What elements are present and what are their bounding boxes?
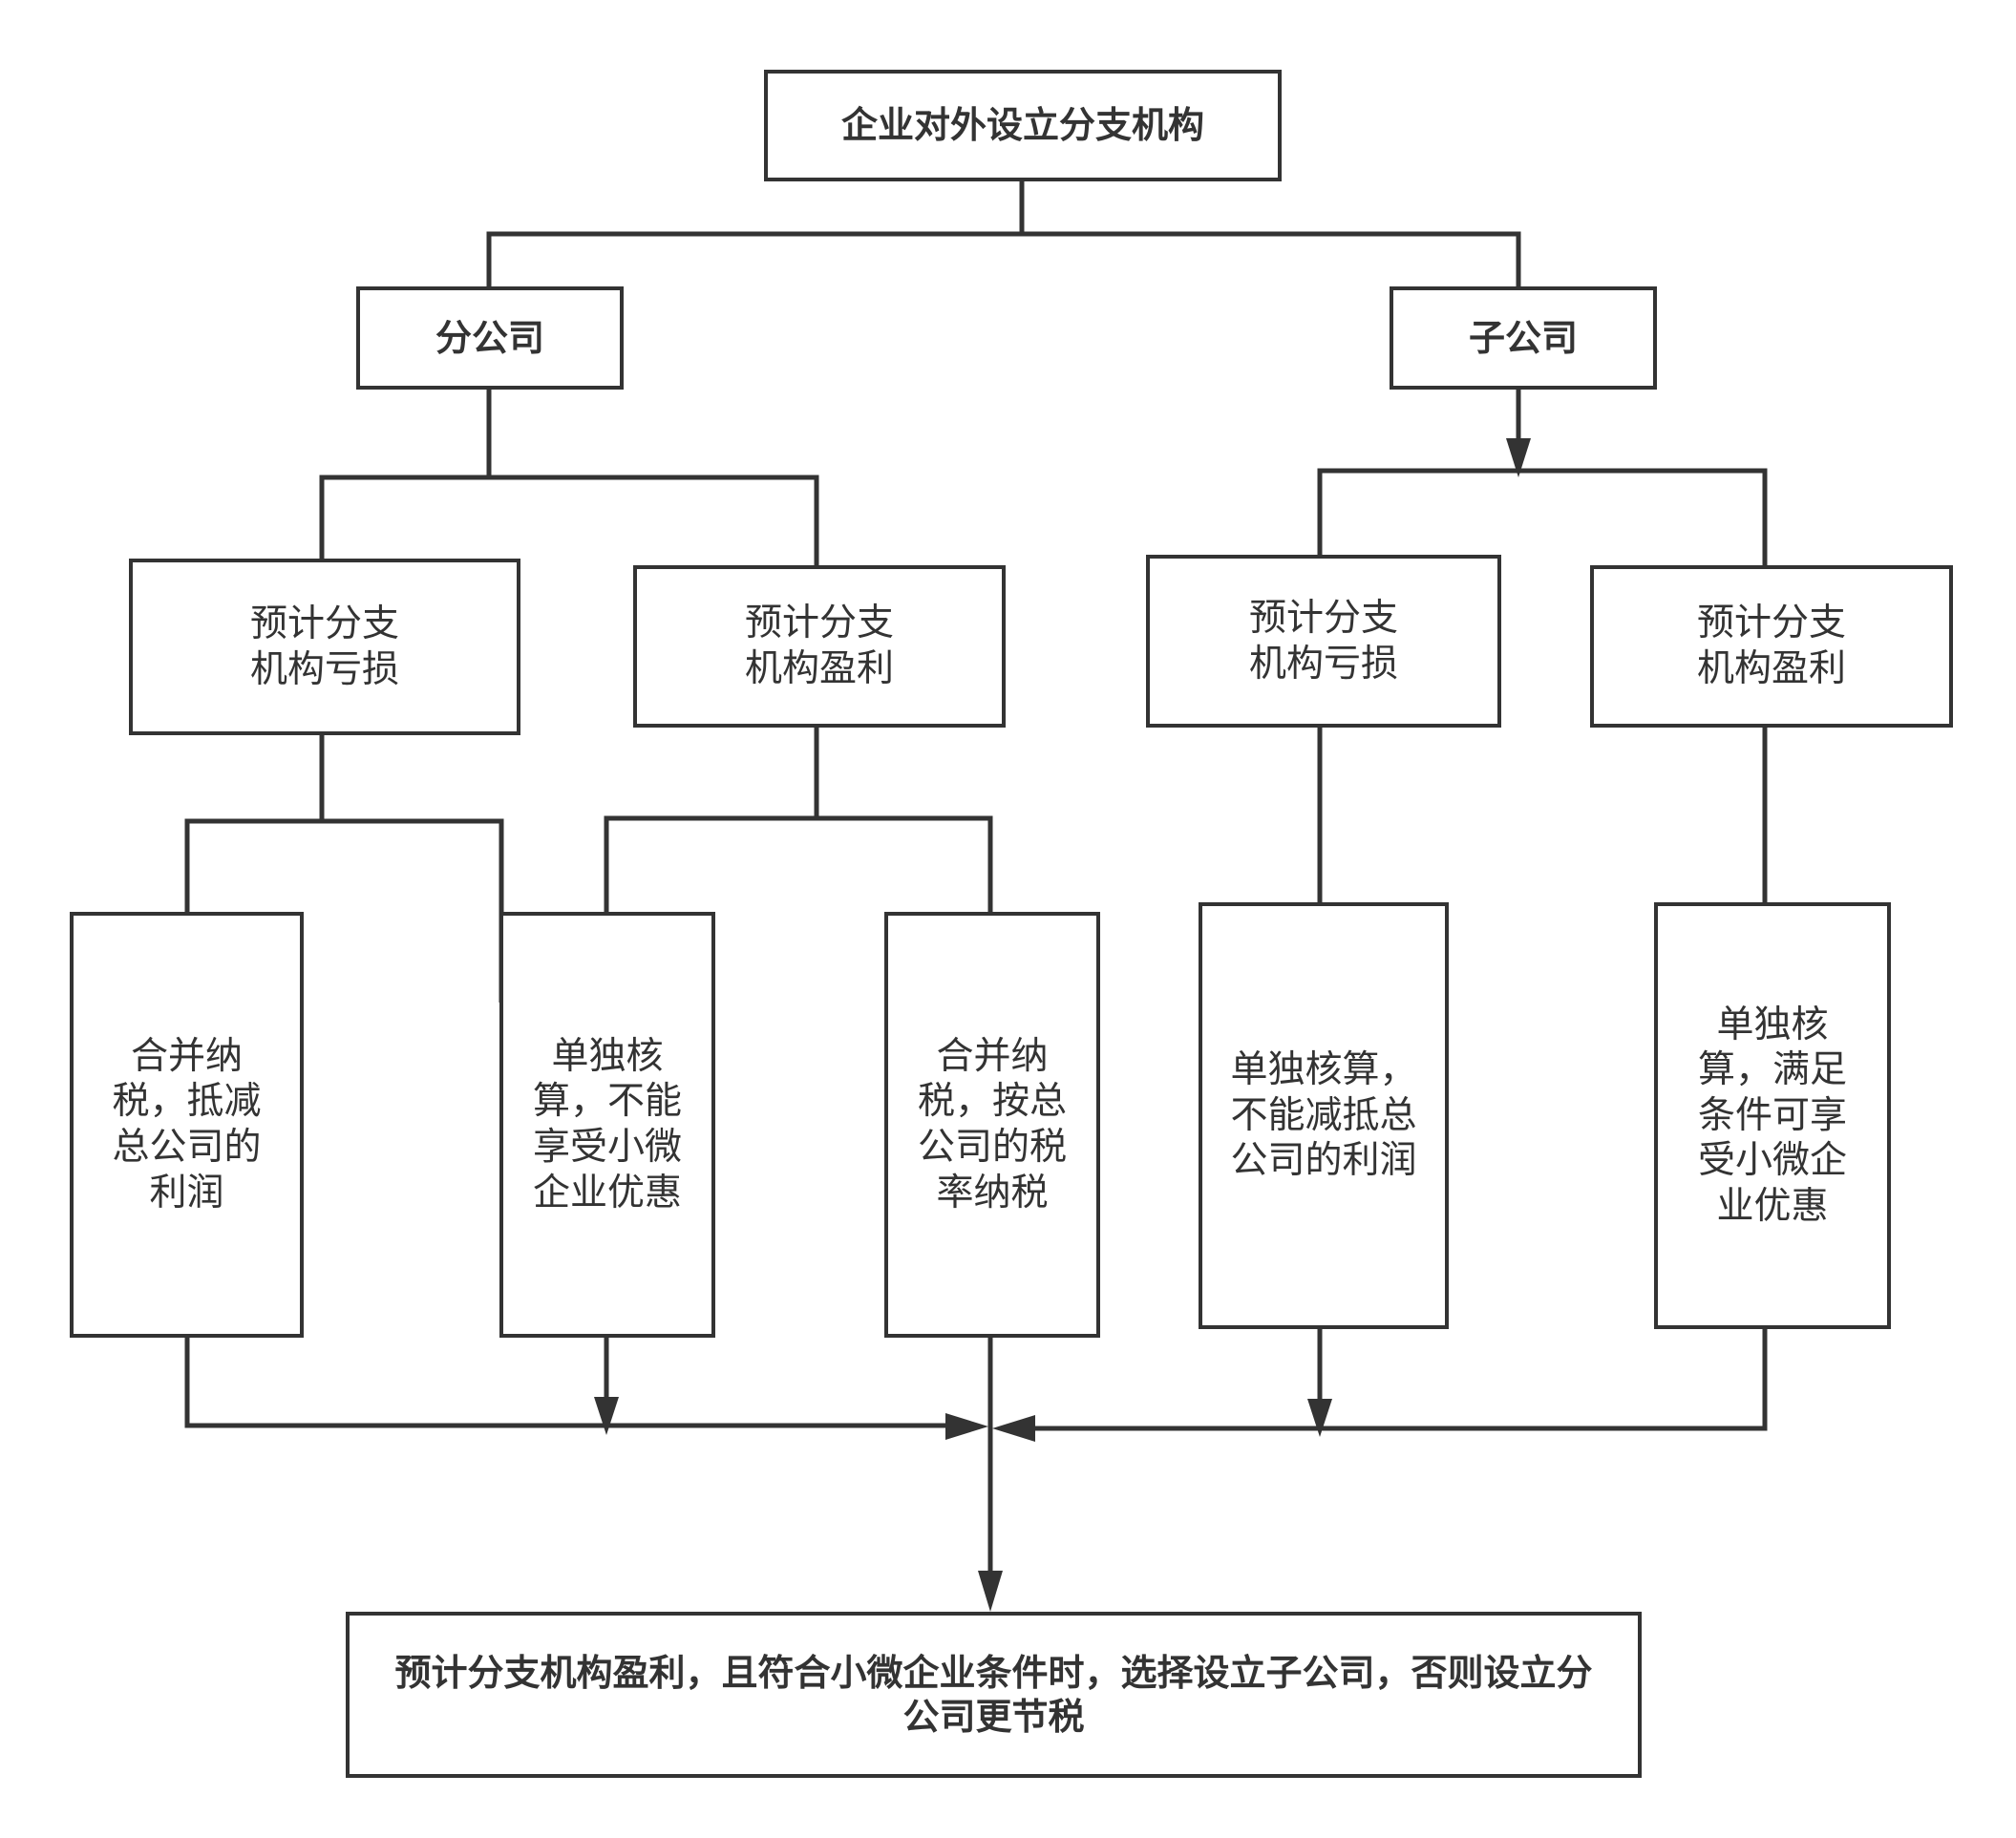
subsidiary-label: 子公司	[1468, 316, 1578, 359]
conclusion-label: 预计分支机构盈利，且符合小微企业条件时，选择设立子公司，否则设立分 公司更节税	[394, 1651, 1593, 1738]
branch-profit-consolidated-node: 合并纳 税，按总 公司的税 率纳税	[884, 912, 1100, 1338]
connector-branch-profit-to-consolidated	[817, 815, 993, 914]
subsidiary-loss-outcome-node: 单独核算， 不能减抵总 公司的利润	[1199, 902, 1449, 1329]
subsidiary-profit-outcome-label: 单独核 算，满足 条件可享 受小微企 业优惠	[1697, 1003, 1847, 1228]
conclusion-node: 预计分支机构盈利，且符合小微企业条件时，选择设立子公司，否则设立分 公司更节税	[346, 1612, 1642, 1778]
connector-branch-profit-to-outcomes	[604, 728, 819, 914]
arrowhead-subsidiary	[1506, 438, 1531, 477]
subsidiary-loss-outcome-label: 单独核算， 不能减抵总 公司的利润	[1230, 1048, 1417, 1183]
branch-profit-node: 预计分支 机构盈利	[633, 565, 1006, 728]
connector-outcome5-to-merge	[1031, 1329, 1768, 1431]
arrowhead-merge-left	[945, 1413, 988, 1440]
subsidiary-loss-node: 预计分支 机构亏损	[1146, 555, 1501, 728]
branch-label: 分公司	[435, 316, 544, 359]
connector-outcome1-to-merge	[184, 1338, 948, 1428]
root-node: 企业对外设立分支机构	[764, 70, 1282, 181]
arrowhead-merge-right	[992, 1415, 1035, 1442]
branch-loss-label: 预计分支 机构亏损	[249, 602, 399, 691]
branch-profit-label: 预计分支 机构盈利	[744, 602, 894, 690]
arrowhead-outcome2	[594, 1397, 619, 1435]
arrowhead-conclusion	[978, 1571, 1003, 1612]
connector-subsidiary-to-profit	[1518, 468, 1768, 567]
connector-branch-to-loss	[319, 390, 492, 560]
connector-root-to-subsidiary	[1022, 231, 1521, 288]
branch-loss-separate-node: 单独核 算，不能 享受小微 企业优惠	[499, 912, 715, 1338]
subsidiary-profit-node: 预计分支 机构盈利	[1590, 565, 1953, 728]
subsidiary-loss-label: 预计分支 机构亏损	[1248, 596, 1398, 686]
connector-branch-loss-to-separate	[322, 818, 504, 1003]
branch-node: 分公司	[356, 286, 624, 390]
subsidiary-profit-outcome-node: 单独核 算，满足 条件可享 受小微企 业优惠	[1654, 902, 1891, 1329]
subsidiary-node: 子公司	[1390, 286, 1657, 390]
connector-branch-loss-to-outcomes	[184, 735, 325, 914]
connector-branch-to-profit	[489, 475, 819, 567]
branch-loss-consolidated-node: 合并纳 税，抵减 总公司的 利润	[70, 912, 304, 1338]
subsidiary-profit-label: 预计分支 机构盈利	[1696, 602, 1846, 690]
connector-root-to-branch	[486, 181, 1025, 288]
branch-loss-consolidated-label: 合并纳 税，抵减 总公司的 利润	[112, 1034, 262, 1215]
branch-loss-node: 预计分支 机构亏损	[129, 559, 520, 735]
branch-profit-consolidated-label: 合并纳 税，按总 公司的税 率纳税	[917, 1034, 1067, 1215]
arrowhead-outcome4	[1307, 1399, 1332, 1437]
connector-subsidiary-to-loss	[1317, 468, 1518, 557]
branch-loss-separate-label: 单独核 算，不能 享受小微 企业优惠	[532, 1034, 682, 1215]
root-label: 企业对外设立分支机构	[840, 104, 1204, 147]
